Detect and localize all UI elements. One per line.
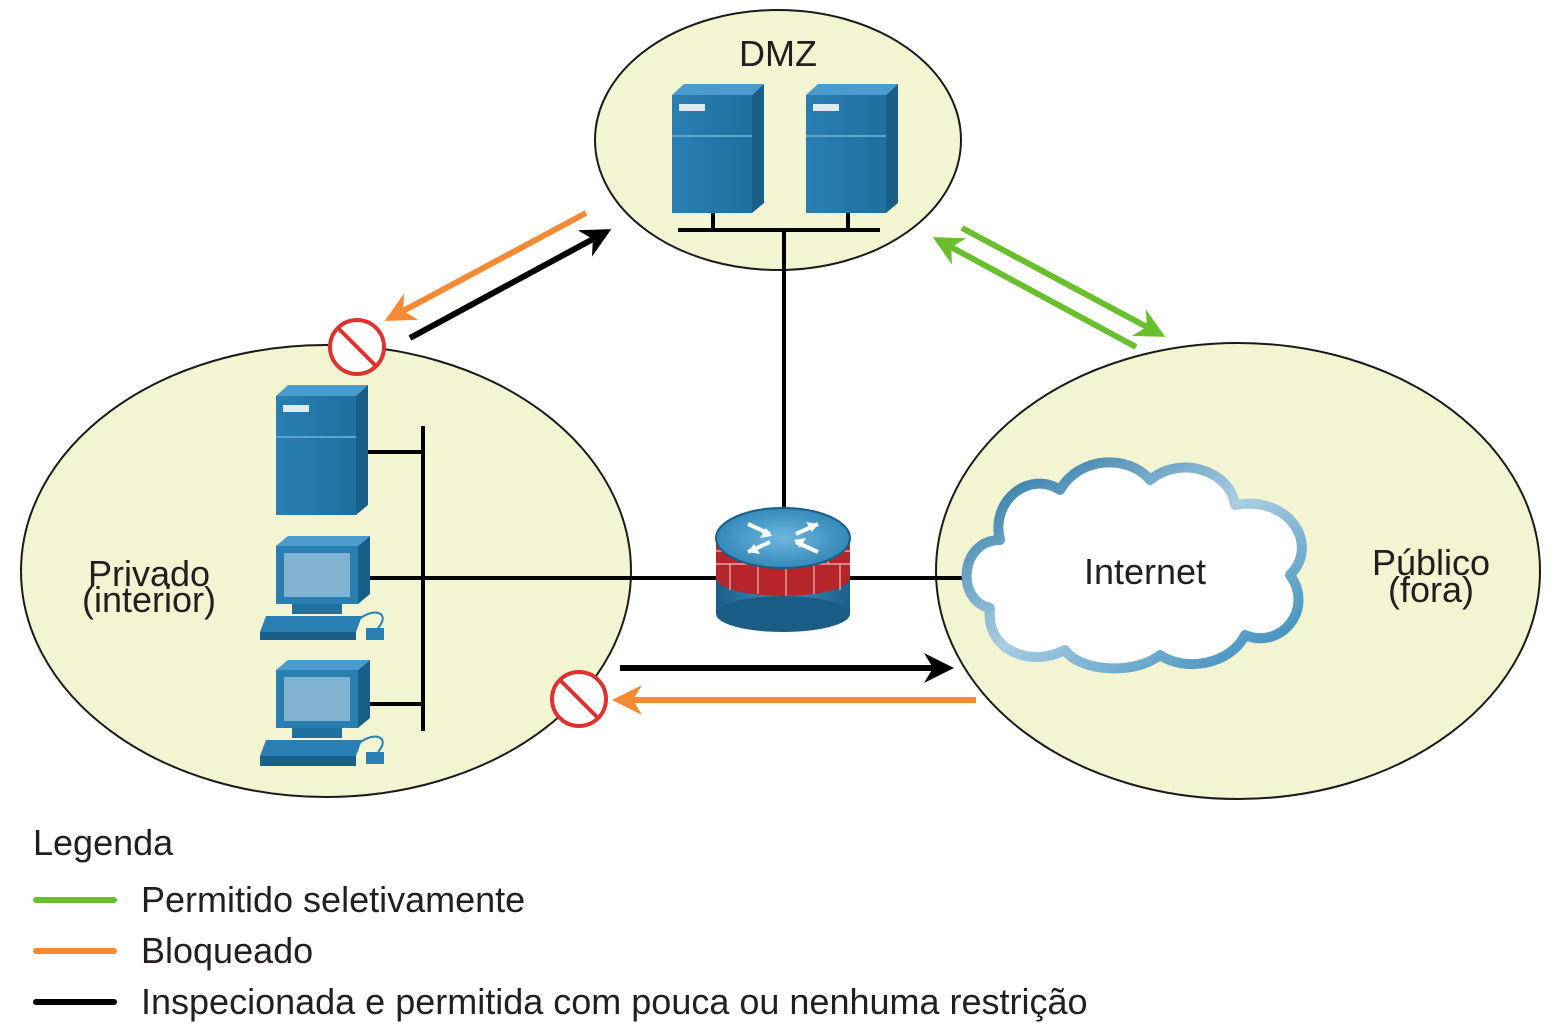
- legend-item-allowed: Permitido seletivamente: [33, 878, 525, 922]
- workstation-1: [260, 536, 384, 640]
- workstation-2: [260, 660, 384, 766]
- public-label-line2: (fora): [1388, 569, 1474, 610]
- private-label-line1: Privado: [88, 553, 210, 594]
- arrow-dmz-to-private-blocked: [384, 210, 588, 321]
- arrow-public-to-dmz-allowed: [932, 237, 1138, 350]
- dmz-server-2: [806, 84, 898, 213]
- legend-item-inspected: Inspecionada e permitida com pouca ou ne…: [33, 980, 1088, 1024]
- legend-swatch-orange: [33, 948, 117, 954]
- prohibited-icon: [328, 318, 386, 376]
- legend-title: Legenda: [33, 822, 174, 863]
- legend-item-blocked: Bloqueado: [33, 929, 313, 973]
- public-label-line1: Público: [1372, 542, 1490, 583]
- dmz-label: DMZ: [739, 33, 817, 74]
- legend-label: Bloqueado: [141, 930, 314, 971]
- prohibited-icon: [550, 670, 608, 728]
- dmz-server-1: [672, 84, 764, 213]
- legend-swatch-black: [33, 999, 117, 1005]
- legend-swatch-green: [33, 897, 117, 903]
- private-label-line2: (interior): [82, 579, 216, 620]
- network-links: [368, 213, 975, 731]
- firewall-router-icon: [715, 507, 851, 632]
- legend-label: Permitido seletivamente: [141, 879, 526, 920]
- legend-label: Inspecionada e permitida com pouca ou ne…: [141, 981, 1088, 1022]
- arrow-private-to-dmz-inspected: [408, 229, 612, 341]
- cloud-icon: [961, 457, 1307, 674]
- cloud-label: Internet: [1084, 551, 1206, 592]
- private-server: [276, 385, 368, 515]
- arrow-dmz-to-public-allowed: [960, 225, 1166, 337]
